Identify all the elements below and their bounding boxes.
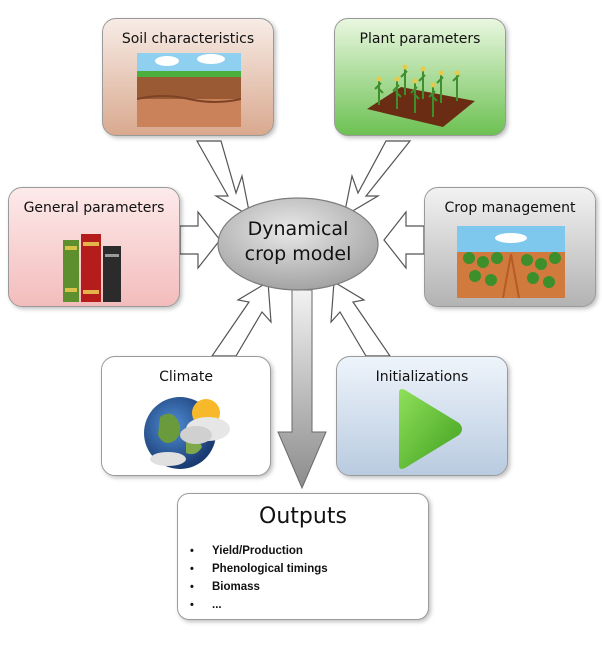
- corn-field-icon: [367, 64, 475, 127]
- crop-management-label: Crop management: [444, 200, 576, 216]
- initializations-label: Initializations: [375, 369, 469, 385]
- farm-scene-icon: [457, 226, 565, 298]
- earth-weather-icon: [144, 397, 230, 469]
- crop-model-label: Dynamical crop model: [216, 217, 380, 267]
- crop-model-line1: Dynamical: [247, 218, 349, 240]
- initializations-box: Initializations: [336, 356, 508, 476]
- soil-profile-icon: [137, 53, 241, 127]
- crop-model-line2: crop model: [244, 243, 352, 265]
- plant-parameters-label: Plant parameters: [359, 31, 481, 47]
- soil-characteristics-box: Soil characteristics: [102, 18, 274, 136]
- arrow-climate: [210, 280, 272, 357]
- general-parameters-label: General parameters: [23, 200, 165, 216]
- plant-parameters-box: Plant parameters: [334, 18, 506, 136]
- output-item-phenology: Phenological timings: [190, 560, 328, 578]
- output-item-yield: Yield/Production: [190, 542, 328, 560]
- arrow-soil: [195, 140, 251, 218]
- outputs-list: Yield/Production Phenological timings Bi…: [190, 542, 328, 614]
- arrow-init: [330, 280, 392, 357]
- output-item-biomass: Biomass: [190, 578, 328, 596]
- outputs-title: Outputs: [259, 504, 347, 529]
- books-icon: [63, 234, 121, 302]
- outputs-box: Outputs Yield/Production Phenological ti…: [177, 493, 429, 620]
- climate-box: Climate: [101, 356, 271, 476]
- arrow-output: [277, 289, 327, 490]
- general-parameters-box: General parameters: [8, 187, 180, 307]
- arrow-crop: [383, 210, 425, 270]
- play-icon: [399, 389, 462, 469]
- output-item-more: ...: [190, 596, 328, 614]
- soil-characteristics-label: Soil characteristics: [121, 31, 255, 47]
- arrow-general: [179, 210, 221, 270]
- crop-management-box: Crop management: [424, 187, 596, 307]
- climate-label: Climate: [159, 369, 213, 385]
- crop-model-ellipse: [217, 197, 379, 291]
- arrow-plant: [343, 140, 412, 218]
